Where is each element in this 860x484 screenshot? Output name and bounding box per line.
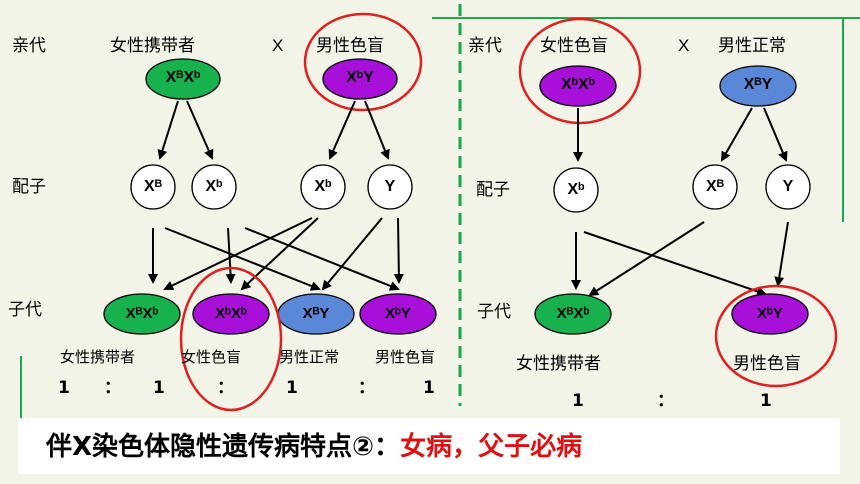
left-female-label: 女性携带者	[110, 36, 195, 56]
left-gamete-2: Xᵇ	[205, 178, 223, 195]
left-cross-symbol: X	[272, 36, 284, 55]
left-ratio-2: 1	[153, 378, 165, 398]
left-offspring-ellipse-4	[359, 293, 437, 335]
summary-highlight: 女病，父子必病	[400, 432, 583, 462]
left-male-label: 男性色盲	[316, 36, 384, 56]
left-ratio-4: 1	[423, 378, 435, 398]
right-female-genotype-ellipse	[539, 65, 617, 107]
right-parents-label: 亲代	[468, 36, 502, 56]
right-offspring-caption-2: 男性色盲	[733, 354, 801, 374]
right-gamete-1: Xᵇ	[567, 181, 585, 198]
summary-bar	[18, 418, 840, 474]
right-offspring-label: 子代	[477, 302, 511, 322]
left-male-highlight-circle	[303, 12, 423, 112]
right-offspring-highlight-circle	[714, 284, 838, 388]
left-offspring-2: XᵇXᵇ	[215, 305, 247, 322]
left-ratio-3: 1	[286, 378, 298, 398]
right-male-genotype: XᴮY	[743, 76, 773, 93]
right-gamete-2: Xᴮ	[706, 178, 724, 195]
left-female-genotype: XᴮXᵇ	[165, 69, 201, 86]
right-offspring-ellipse-2	[731, 293, 809, 335]
left-offspring-ellipse-2	[192, 293, 270, 335]
left-parents-label: 亲代	[12, 36, 46, 56]
left-offspring-4: XᵇY	[385, 305, 411, 322]
left-offspring-caption-1: 女性携带者	[60, 348, 136, 366]
right-gamete-circle-2	[692, 164, 738, 210]
right-male-label: 男性正常	[718, 36, 786, 56]
right-male-genotype-ellipse	[719, 65, 797, 107]
right-female-highlight-circle	[518, 17, 642, 125]
left-gamete-circle-4	[367, 164, 413, 210]
right-female-genotype: XᵇXᵇ	[561, 76, 595, 93]
left-ratio-sep-1: ：	[104, 378, 121, 398]
left-gamete-circle-1	[130, 164, 176, 210]
left-ratio-1: 1	[58, 378, 70, 398]
left-male-genotype: XᵇY	[346, 69, 374, 86]
left-gamete-circle-3	[300, 164, 346, 210]
right-gamete-3: Y	[782, 178, 794, 195]
left-offspring-3: XᴮY	[302, 305, 330, 322]
right-female-label: 女性色盲	[540, 36, 608, 56]
right-offspring-2: XᵇY	[757, 305, 783, 322]
right-gametes-label: 配子	[476, 180, 510, 200]
summary-prefix: 伴X染色体隐性遗传病特点②：	[46, 432, 401, 462]
left-offspring-caption-2: 女性色盲	[181, 348, 242, 366]
right-offspring-caption-1: 女性携带者	[516, 354, 601, 374]
right-ratio-2: 1	[760, 391, 772, 411]
left-female-genotype-ellipse	[145, 58, 221, 100]
left-gamete-3: Xᵇ	[314, 178, 332, 195]
left-offspring-1: XᴮXᵇ	[125, 305, 159, 322]
left-gamete-4: Y	[384, 178, 396, 195]
right-offspring-ellipse-1	[534, 293, 612, 335]
left-offspring-caption-3: 男性正常	[279, 348, 340, 366]
left-ratio-sep-3: ：	[358, 378, 375, 398]
left-gamete-circle-2	[191, 164, 237, 210]
right-gamete-circle-1	[553, 167, 599, 213]
left-gametes-label: 配子	[12, 177, 46, 197]
summary-text: 伴X染色体隐性遗传病特点②：女病，父子必病	[46, 426, 582, 463]
right-gamete-circle-3	[765, 164, 811, 210]
right-offspring-1: XᴮXᵇ	[556, 305, 590, 322]
left-offspring-ellipse-1	[103, 293, 181, 335]
left-offspring-caption-4: 男性色盲	[375, 348, 436, 366]
right-cross-symbol: X	[678, 36, 690, 55]
left-offspring-label: 子代	[8, 300, 42, 320]
left-ratio-sep-2: ：	[217, 378, 234, 398]
right-ratio-1: 1	[572, 391, 584, 411]
left-offspring-highlight-circle	[179, 266, 283, 412]
right-ratio-sep-1: ：	[657, 391, 674, 411]
left-male-genotype-ellipse	[322, 58, 398, 100]
left-gamete-1: Xᴮ	[144, 178, 162, 195]
